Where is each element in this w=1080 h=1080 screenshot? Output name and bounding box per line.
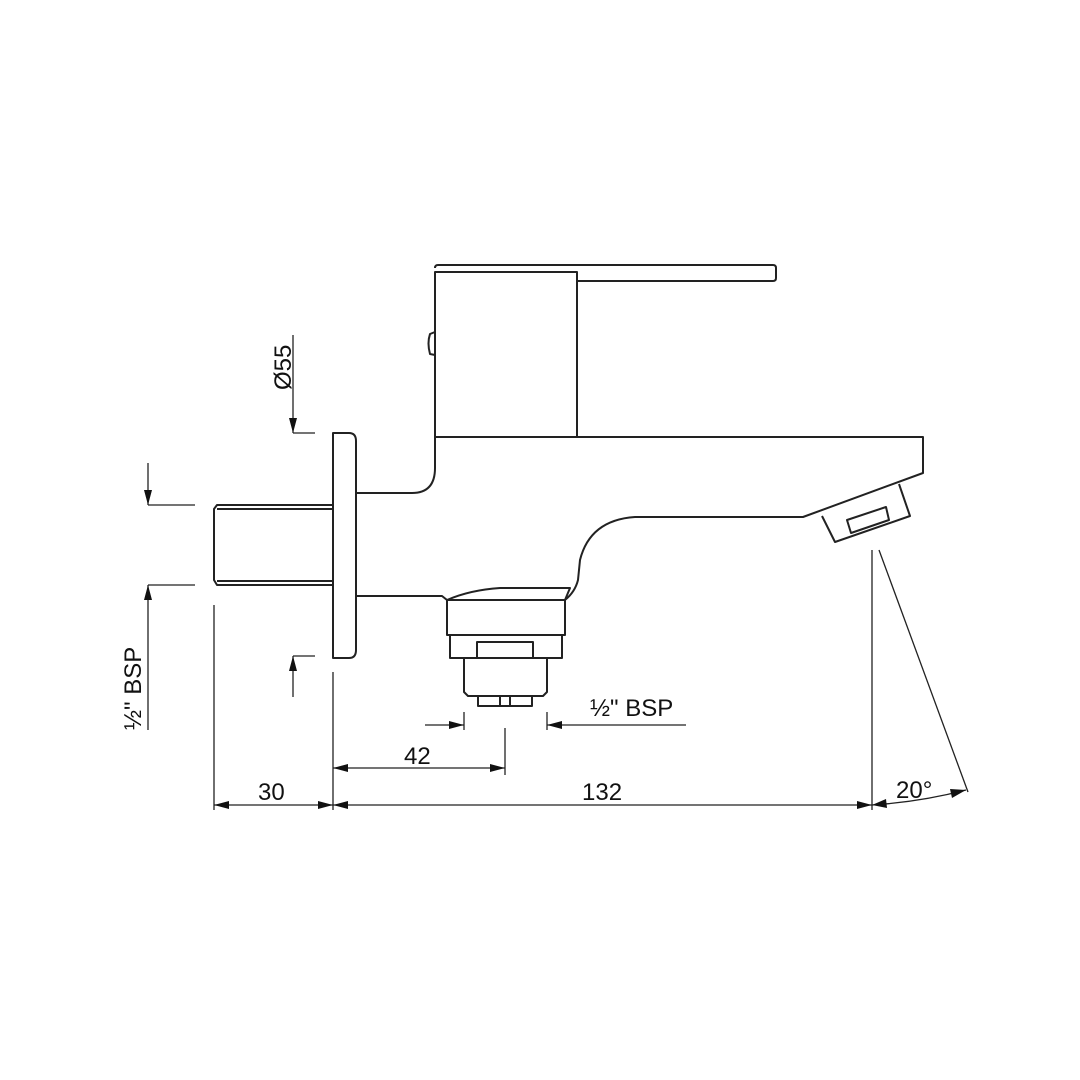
label-spout-angle: 20° (896, 777, 932, 804)
diverter-nut (449, 634, 563, 659)
tap-outline (213, 264, 924, 707)
label-inlet-length: 30 (258, 779, 285, 806)
label-inlet-thread: ½" BSP (120, 647, 147, 730)
outlet-thread (463, 658, 548, 697)
spout-body (435, 436, 924, 601)
lever-handle (434, 264, 777, 282)
diverter-collar (446, 599, 566, 636)
aerator (821, 483, 911, 543)
label-flange-diameter: Ø55 (270, 345, 297, 390)
dimension-lines (144, 335, 969, 810)
label-outlet-thread: ½" BSP (590, 695, 673, 722)
diverter-top (446, 587, 571, 601)
aerator-inner (846, 506, 890, 534)
wall-flange (332, 432, 357, 659)
handle-knob (427, 331, 436, 356)
dimension-labels: Ø55 ½" BSP ½" BSP 42 30 132 20° (120, 345, 932, 806)
outlet-nub (477, 695, 533, 707)
inlet-pipe (213, 504, 333, 586)
handle-body (434, 271, 578, 438)
label-spout-reach: 132 (582, 779, 622, 806)
label-inlet-to-outlet: 42 (404, 743, 431, 770)
body-neck (356, 437, 436, 494)
